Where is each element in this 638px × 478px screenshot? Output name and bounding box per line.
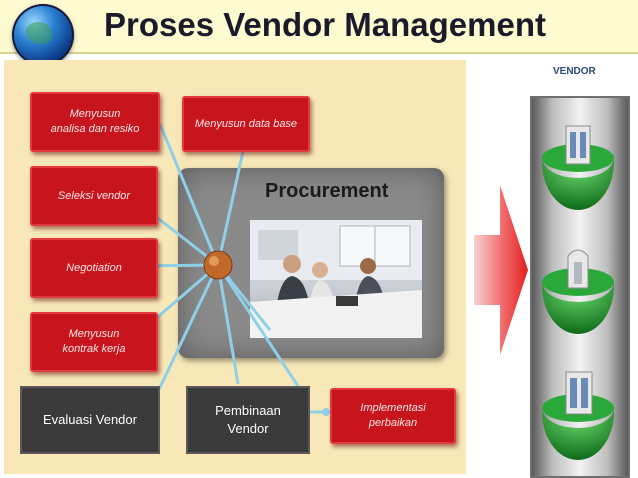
step-label: Seleksi vendor xyxy=(57,189,131,202)
step-menyusun-kontrak: Menyusun kontrak kerja xyxy=(30,312,158,372)
step-label-line1: Menyusun xyxy=(69,108,121,120)
step-label-line2: kontrak kerja xyxy=(62,343,126,355)
step-label-line2: Vendor xyxy=(227,421,269,436)
step-label-line1: Menyusun xyxy=(68,328,120,340)
step-evaluasi-vendor: Evaluasi Vendor xyxy=(20,386,160,454)
building-icon xyxy=(542,249,614,334)
procurement-title: Procurement xyxy=(265,180,389,202)
arrow-right-icon xyxy=(474,185,530,355)
step-seleksi-vendor: Seleksi vendor xyxy=(30,166,158,226)
title-bar xyxy=(0,0,638,54)
step-menyusun-database: Menyusun data base xyxy=(182,96,310,152)
step-label-line2: perbaikan xyxy=(368,417,418,429)
vendor-label: VENDOR xyxy=(553,66,596,77)
step-label: Negotiation xyxy=(66,261,122,274)
step-implementasi-perbaikan: Implementasi perbaikan xyxy=(330,388,456,444)
business-meeting-photo xyxy=(250,220,422,338)
step-label-line2: analisa dan resiko xyxy=(50,123,140,135)
step-label-line1: Pembinaan xyxy=(215,403,281,418)
step-label: Menyusun data base xyxy=(194,117,298,130)
building-icon xyxy=(542,371,614,460)
vendor-icons xyxy=(542,125,614,460)
step-label: Evaluasi Vendor xyxy=(43,412,137,427)
step-menyusun-analisa: Menyusun analisa dan resiko xyxy=(30,92,160,152)
building-icon xyxy=(542,125,614,210)
page-title: Proses Vendor Management xyxy=(104,6,546,43)
step-label-line1: Implementasi xyxy=(360,402,426,414)
globe-icon xyxy=(12,4,74,66)
step-negotiation: Negotiation xyxy=(30,238,158,298)
